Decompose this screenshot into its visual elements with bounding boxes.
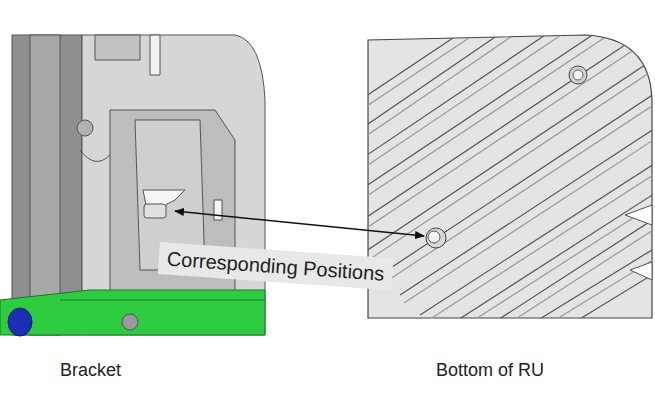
part-caption: Bracket [60,360,121,382]
bracket-drawing [0,35,265,336]
part-caption: Bottom of RU [436,360,544,382]
correspondence-arrow [175,211,424,236]
